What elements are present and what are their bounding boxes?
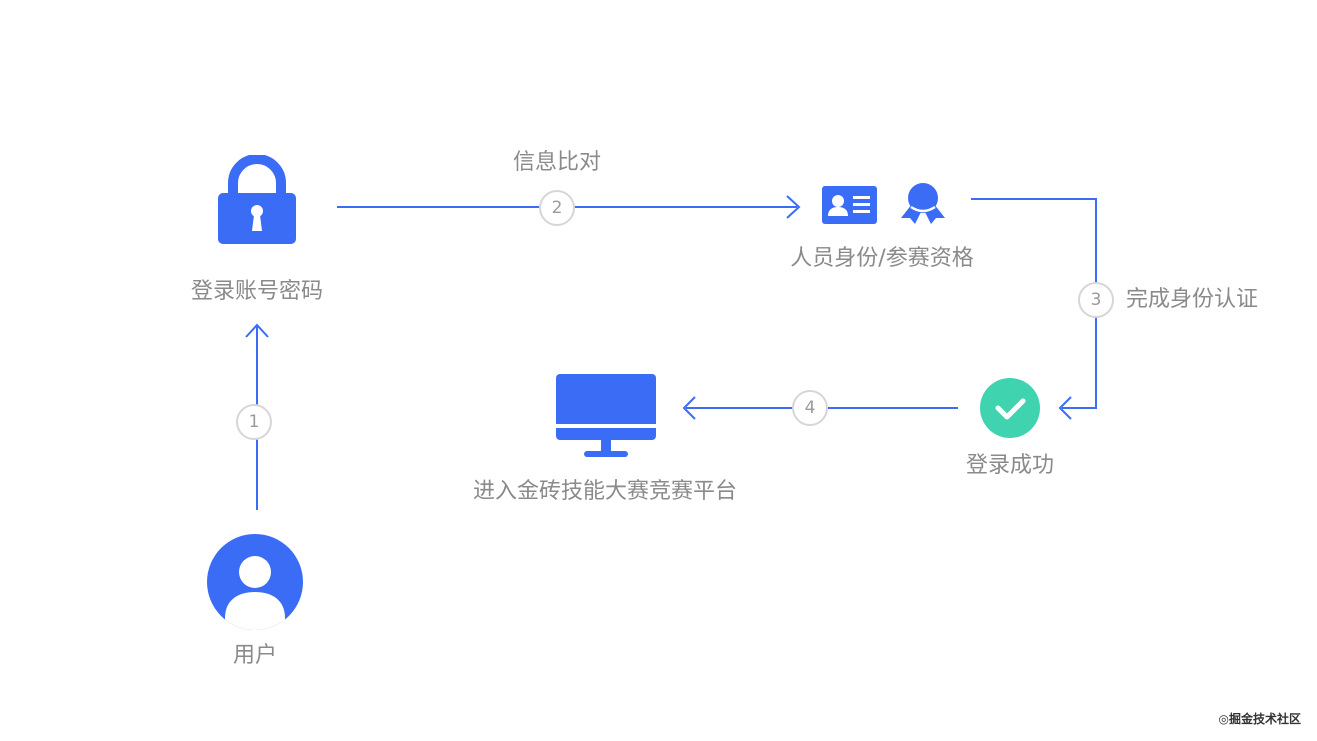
arrowhead-3 (1058, 396, 1072, 420)
monitor-icon (556, 374, 656, 457)
step-badge-2: 2 (539, 190, 575, 226)
arrowhead-1 (245, 323, 269, 338)
arrowhead-2 (786, 195, 801, 219)
step-badge-1: 1 (236, 404, 272, 440)
step-3-caption: 完成身份认证 (1126, 287, 1259, 312)
connector-3 (971, 198, 1097, 409)
watermark: ◎掘金技术社区 (1218, 712, 1301, 726)
success-label: 登录成功 (965, 453, 1055, 478)
award-badge-icon (901, 183, 945, 224)
step-badge-3: 3 (1078, 282, 1114, 318)
login-label: 登录账号密码 (190, 279, 324, 304)
verify-label: 人员身份/参赛资格 (790, 246, 974, 271)
id-card-icon (822, 186, 877, 224)
step-badge-4: 4 (792, 390, 828, 426)
user-avatar-icon (207, 534, 303, 630)
check-circle-icon (980, 378, 1040, 438)
platform-label: 进入金砖技能大赛竞赛平台 (472, 479, 738, 504)
user-label: 用户 (232, 643, 278, 668)
step-2-caption: 信息比对 (512, 150, 602, 175)
lock-icon (218, 155, 296, 244)
arrowhead-4 (682, 396, 696, 420)
